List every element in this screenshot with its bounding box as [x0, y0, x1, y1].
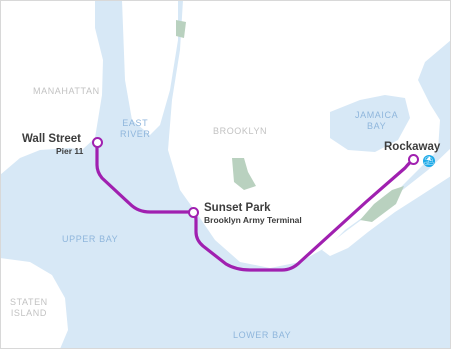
label-brooklyn: BROOKLYN [213, 126, 268, 136]
label-staten-island: STATEN ISLAND [10, 297, 48, 318]
jamaica-bay-water [330, 95, 410, 152]
park-rockaway [360, 186, 404, 222]
stop-marker-wall-street[interactable] [92, 137, 103, 148]
park-upper [176, 20, 186, 38]
east-river-island [122, 0, 178, 135]
stop-marker-sunset-park[interactable] [188, 207, 199, 218]
stop-label-sunset-park[interactable]: Sunset Park [204, 202, 271, 214]
manhattan-land [0, 0, 103, 175]
stop-label-rockaway[interactable]: Rockaway [384, 141, 441, 153]
stop-marker-rockaway[interactable] [408, 154, 419, 165]
stop-sublabel-wall-street: Pier 11 [56, 146, 84, 156]
label-upper-bay: UPPER BAY [62, 234, 119, 244]
label-lower-bay: LOWER BAY [233, 330, 292, 340]
staten-island-land [0, 258, 68, 349]
ferry-route-line [95, 139, 415, 272]
label-manhattan: MANAHATTAN [33, 86, 100, 96]
label-east-river: EAST RIVER [120, 118, 151, 139]
park-brooklyn [232, 158, 256, 190]
beach-umbrella-icon: ⛱ [423, 155, 435, 167]
stop-sublabel-sunset-park: Brooklyn Army Terminal [204, 215, 302, 225]
stop-label-wall-street[interactable]: Wall Street [22, 133, 82, 145]
label-jamaica-bay: JAMAICA BAY [355, 110, 399, 131]
